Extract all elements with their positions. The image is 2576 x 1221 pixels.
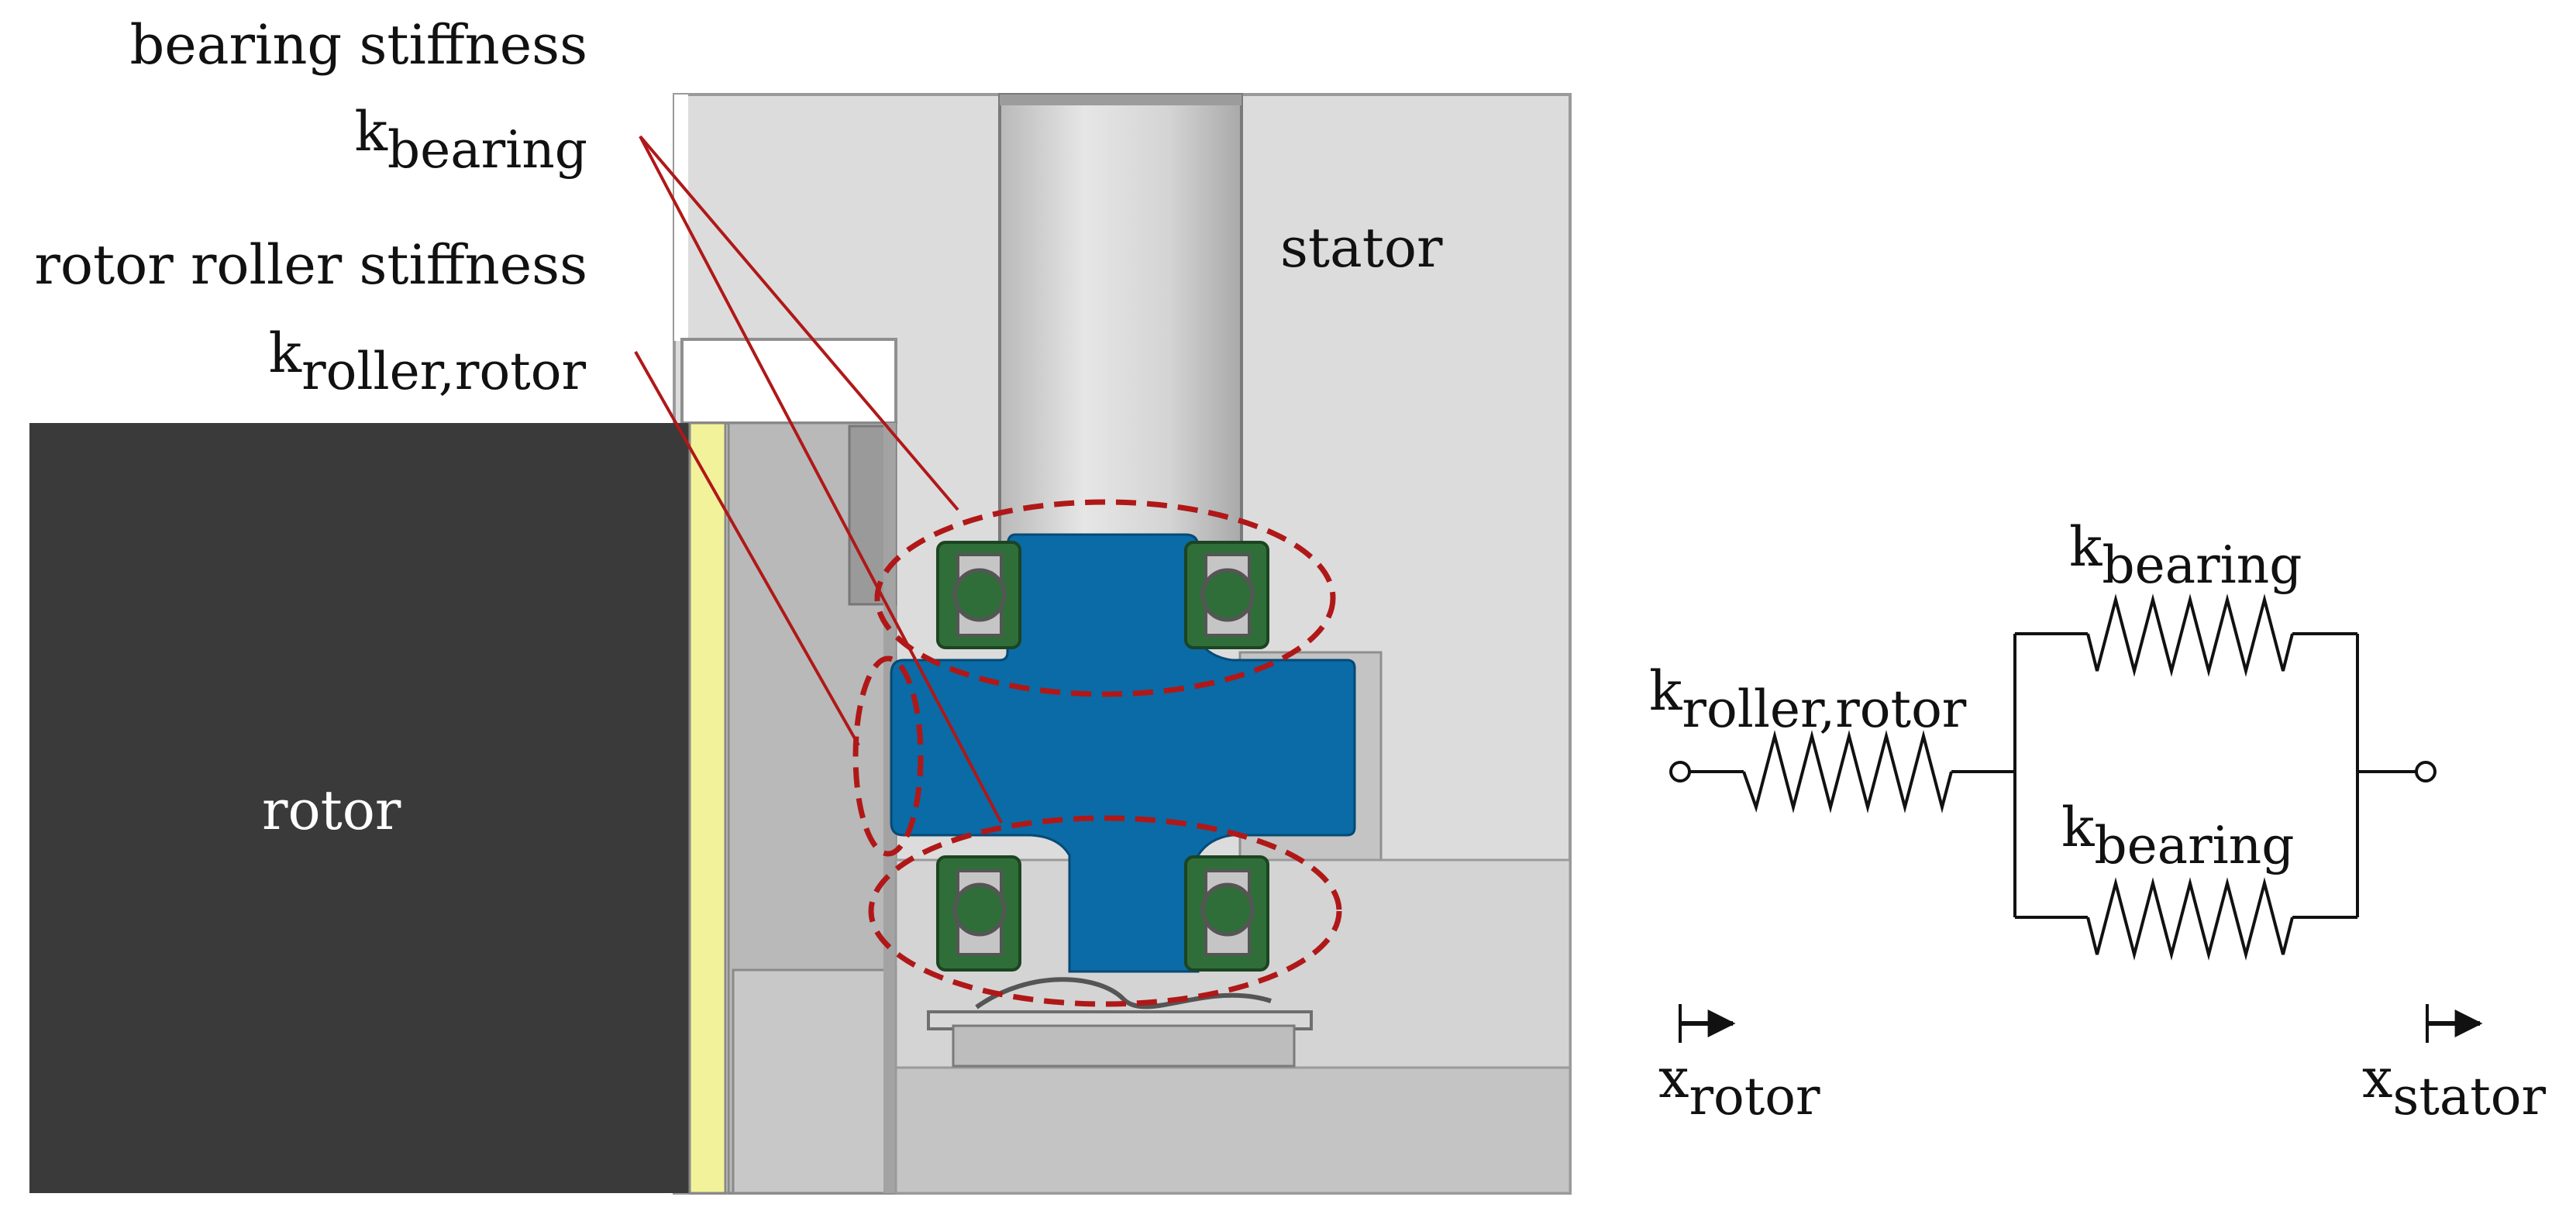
shaft-cap xyxy=(1000,95,1242,105)
k-bearing-sub: bearing xyxy=(387,120,587,180)
rotor-label: rotor xyxy=(262,779,401,842)
schem-x-rotor: xrotor xyxy=(1658,1047,1820,1126)
bearing-ellipse-lower xyxy=(868,815,1342,1007)
annotations: bearing stiffness kbearing rotor roller … xyxy=(34,13,587,401)
roller-ellipse xyxy=(852,655,924,857)
arrow-x-stator xyxy=(2426,1004,2483,1043)
k-roller-main: k xyxy=(269,322,302,385)
bearing-ellipse-upper xyxy=(874,499,1336,697)
svg-text:kroller,rotor: kroller,rotor xyxy=(269,322,587,401)
schem-k-roller-main: k xyxy=(1649,659,1682,723)
terminal-right xyxy=(2415,761,2437,782)
schem-x-stator-main: x xyxy=(2362,1047,2392,1110)
carrier-lower xyxy=(732,968,897,1195)
schem-k-bearing-bottom-sub: bearing xyxy=(2094,816,2294,875)
bearing-upper-left xyxy=(936,541,1021,649)
schem-k-roller-sub: roller,rotor xyxy=(1682,679,1966,739)
schem-x-stator: xstator xyxy=(2362,1047,2546,1126)
spring-schematic xyxy=(1669,593,2483,1043)
stator-label: stator xyxy=(1280,216,1443,280)
schem-x-rotor-sub: rotor xyxy=(1689,1067,1820,1126)
leader-bearing-lower xyxy=(639,136,1003,824)
spring-washer xyxy=(975,977,1272,1009)
schem-k-bearing-bottom-main: k xyxy=(2061,796,2095,859)
spring-bearing-top xyxy=(2086,593,2294,677)
rotor-body xyxy=(29,423,690,1193)
leader-bearing-upper xyxy=(639,135,959,511)
spring-bearing-bottom xyxy=(2086,877,2294,961)
k-roller-sub: roller,rotor xyxy=(301,342,586,401)
schematic-labels: kroller,rotor kbearing kbearing xrotor x… xyxy=(1649,515,2546,1126)
rotor-roller-stiffness-label: rotor roller stiffness xyxy=(34,233,587,297)
schem-k-bearing-top-main: k xyxy=(2069,515,2102,579)
yellow-strip xyxy=(688,421,727,1195)
bearing-lower-left xyxy=(936,855,1021,972)
gap-strip xyxy=(680,338,897,425)
schem-k-bearing-top-sub: bearing xyxy=(2102,535,2302,595)
k-bearing-main: k xyxy=(355,100,388,163)
bearing-stiffness-label: bearing stiffness xyxy=(130,13,588,77)
stator-base xyxy=(894,1066,1572,1195)
k-bearing-label: kbearing xyxy=(355,100,588,180)
leader-roller xyxy=(634,351,860,746)
schem-k-bearing-bottom: kbearing xyxy=(2061,796,2295,875)
washer-base xyxy=(952,1024,1296,1068)
terminal-left xyxy=(1669,761,1691,782)
k-roller-label: kroller,rotor xyxy=(269,322,587,401)
schem-k-roller: kroller,rotor xyxy=(1649,659,1967,739)
bearing-lower-right xyxy=(1184,855,1269,972)
stator-shaft xyxy=(998,93,1243,553)
spring-roller xyxy=(1742,730,1953,813)
bearing-upper-right xyxy=(1184,541,1269,649)
schem-x-rotor-main: x xyxy=(1658,1047,1689,1110)
cad-section: rotor stator xyxy=(29,93,1572,1195)
schem-x-stator-sub: stator xyxy=(2392,1067,2546,1126)
svg-text:kbearing: kbearing xyxy=(355,100,588,180)
schem-k-bearing-top: kbearing xyxy=(2069,515,2302,595)
arrow-x-rotor xyxy=(1679,1004,1736,1043)
